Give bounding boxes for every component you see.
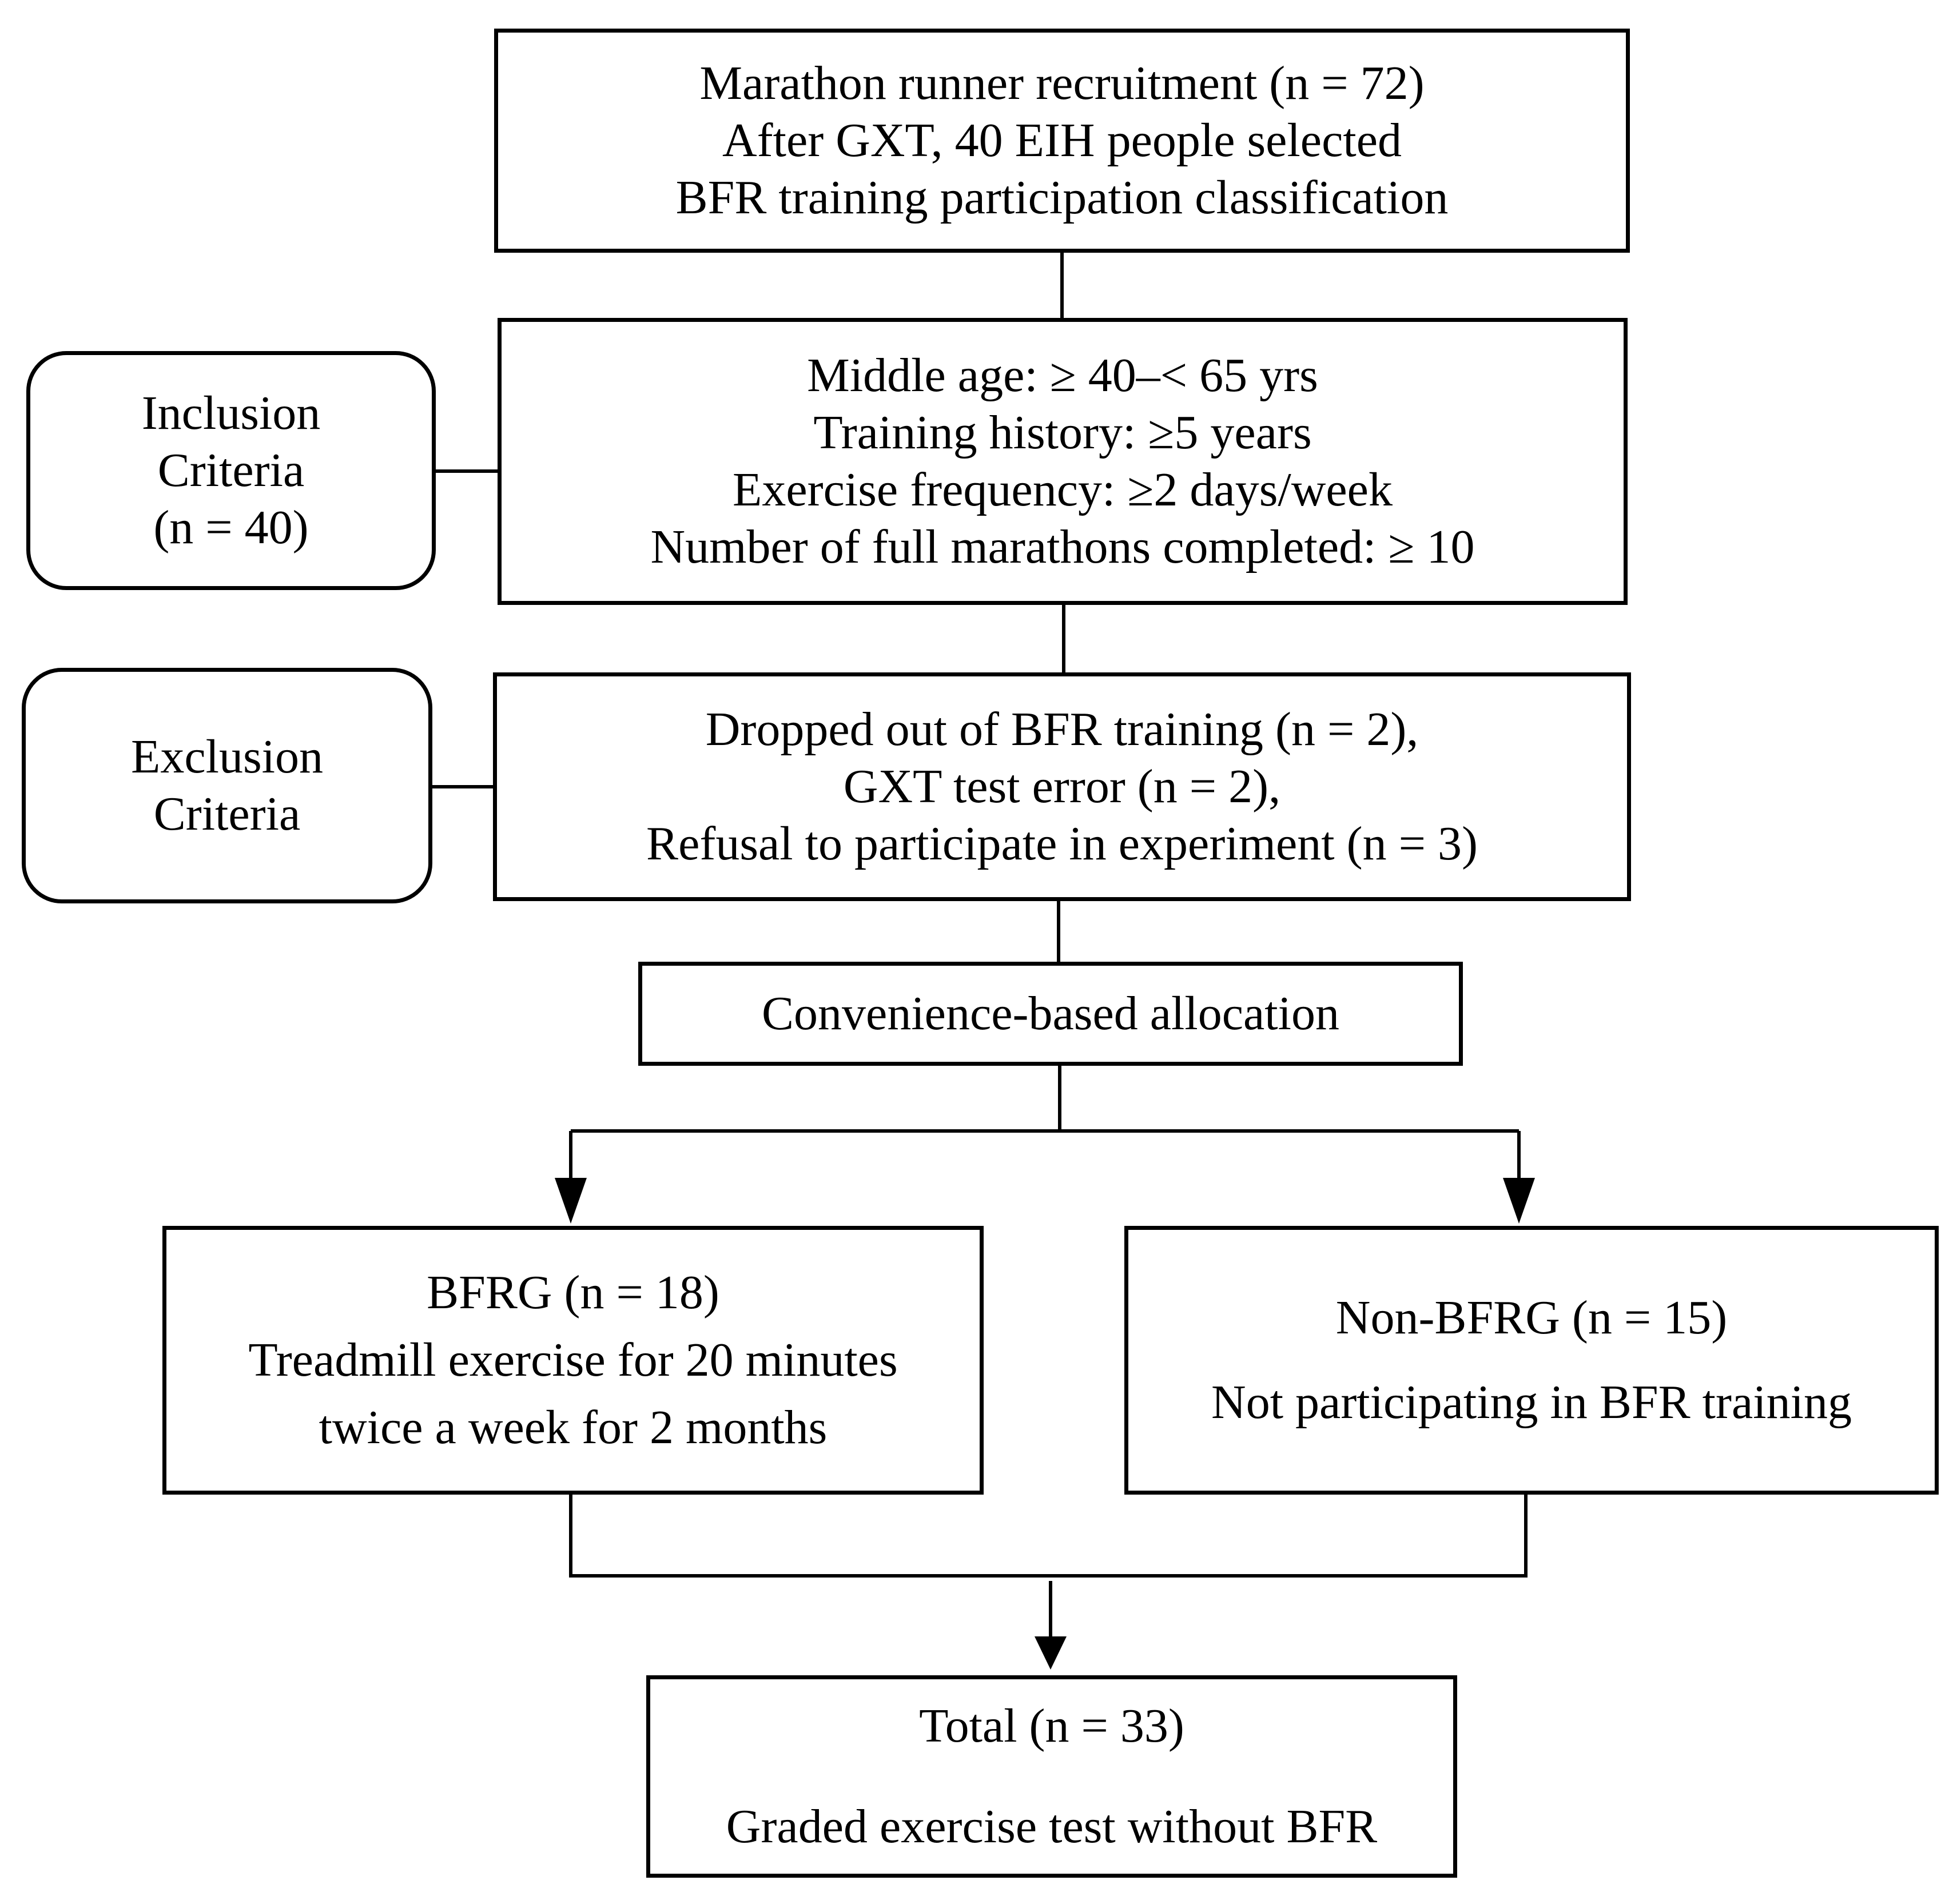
arrow-shaft-to-non-bfrg: [1517, 1131, 1521, 1180]
non-bfrg-box: Non-BFRG (n = 15) Not participating in B…: [1124, 1226, 1939, 1495]
arrow-shaft-to-bfrg: [569, 1131, 572, 1180]
arrow-shaft-to-total: [1049, 1581, 1052, 1638]
recruitment-line-2: After GXT, 40 EIH people selected: [722, 114, 1402, 167]
arrow-head-to-bfrg: [555, 1178, 587, 1224]
recruitment-line-3: BFR training participation classificatio…: [675, 171, 1449, 224]
exclusion-criteria-line-3: Refusal to participate in experiment (n …: [646, 817, 1478, 870]
total-box: Total (n = 33) Graded exercise test with…: [646, 1675, 1457, 1878]
exclusion-criteria-box: Dropped out of BFR training (n = 2), GXT…: [493, 672, 1631, 901]
exclusion-criteria-line-2: GXT test error (n = 2),: [843, 760, 1281, 813]
inclusion-label-line-3: (n = 40): [153, 501, 309, 554]
total-line-1: Total (n = 33): [919, 1699, 1184, 1752]
bfrg-line-1: BFRG (n = 18): [427, 1266, 719, 1319]
recruitment-box: Marathon runner recruitment (n = 72) Aft…: [494, 29, 1630, 253]
inclusion-criteria-line-2: Training history: ≥5 years: [813, 406, 1312, 459]
non-bfrg-line-2: Not participating in BFR training: [1211, 1376, 1852, 1429]
allocation-label: Convenience-based allocation: [762, 987, 1339, 1040]
recruitment-line-1: Marathon runner recruitment (n = 72): [699, 57, 1425, 110]
arrow-head-to-non-bfrg: [1503, 1178, 1535, 1224]
exclusion-label-line-2: Criteria: [153, 787, 301, 841]
exclusion-criteria-label-box: Exclusion Criteria: [22, 668, 432, 903]
inclusion-criteria-line-1: Middle age: ≥ 40–< 65 yrs: [807, 349, 1318, 402]
inclusion-criteria-line-4: Number of full marathons completed: ≥ 10: [650, 520, 1475, 573]
inclusion-label-line-1: Inclusion: [141, 387, 321, 440]
bfrg-line-3: twice a week for 2 months: [319, 1401, 828, 1454]
inclusion-criteria-label-box: Inclusion Criteria (n = 40): [26, 351, 436, 590]
total-line-2: Graded exercise test without BFR: [726, 1800, 1378, 1853]
bfrg-box: BFRG (n = 18) Treadmill exercise for 20 …: [162, 1226, 984, 1495]
arrow-head-to-total: [1035, 1636, 1067, 1670]
connector-merge: [569, 1493, 1528, 1578]
exclusion-label-line-1: Exclusion: [131, 730, 323, 783]
exclusion-criteria-line-1: Dropped out of BFR training (n = 2),: [705, 703, 1419, 756]
inclusion-criteria-line-3: Exercise frequency: ≥2 days/week: [733, 463, 1393, 516]
inclusion-label-line-2: Criteria: [157, 444, 305, 497]
non-bfrg-line-1: Non-BFRG (n = 15): [1335, 1291, 1728, 1344]
bfrg-line-2: Treadmill exercise for 20 minutes: [248, 1333, 898, 1387]
inclusion-criteria-box: Middle age: ≥ 40–< 65 yrs Training histo…: [498, 318, 1628, 605]
allocation-box: Convenience-based allocation: [638, 962, 1463, 1066]
